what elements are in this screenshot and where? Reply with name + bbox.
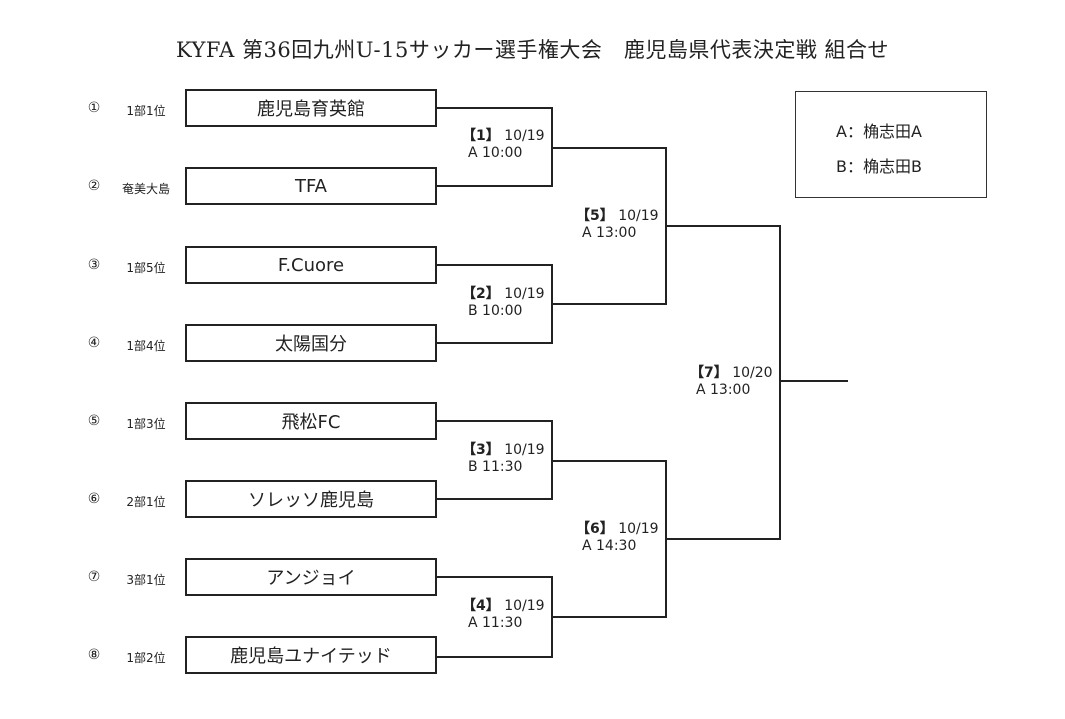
team-box: 鹿児島ユナイテッド [185, 636, 437, 674]
match-number: 【4】 [462, 598, 500, 614]
bracket-line [437, 264, 552, 266]
bracket-line [551, 616, 666, 618]
page-title: KYFA 第36回九州U-15サッカー選手権大会 鹿児島県代表決定戦 組合せ [175, 38, 890, 62]
match-label-2: 【2】 10/19 B 10:00 [462, 286, 545, 320]
match-slot: A 13:00 [582, 225, 637, 241]
bracket-line [437, 498, 552, 500]
bracket-line [665, 225, 780, 227]
match-number: 【6】 [576, 521, 614, 537]
team-box: 鹿児島育英館 [185, 89, 437, 127]
match-label-4: 【4】 10/19 A 11:30 [462, 598, 545, 632]
bracket-line [437, 107, 552, 109]
legend-separator: ： [846, 122, 863, 141]
match-slot: A 11:30 [468, 615, 523, 631]
qualifier-label: 3部1位 [126, 573, 166, 587]
match-number: 【2】 [462, 286, 500, 302]
match-label-5: 【5】 10/19 A 13:00 [576, 208, 659, 242]
qualifier-label: 1部1位 [126, 104, 166, 118]
bracket-line [437, 342, 552, 344]
seed-number: ⑧ [87, 647, 101, 663]
team-box: 太陽国分 [185, 324, 437, 362]
venue-key: A [836, 122, 847, 141]
match-date: 10/19 [618, 208, 659, 224]
match-date: 10/19 [504, 442, 545, 458]
legend-row-a: A：桷志田A [836, 118, 922, 142]
match-label-1: 【1】 10/19 A 10:00 [462, 128, 545, 162]
match-date: 10/20 [732, 365, 773, 381]
qualifier-label: 奄美大島 [121, 182, 170, 196]
match-label-7: 【7】 10/20 A 13:00 [690, 365, 773, 399]
match-date: 10/19 [504, 286, 545, 302]
seed-number: ⑤ [87, 413, 101, 429]
qualifier-label: 2部1位 [126, 495, 166, 509]
bracket-line [779, 225, 781, 540]
qualifier-label: 1部5位 [126, 261, 166, 275]
seed-number: ④ [87, 335, 101, 351]
seed-number: ① [87, 100, 101, 116]
team-box: アンジョイ [185, 558, 437, 596]
bracket-line [437, 576, 552, 578]
match-slot: A 14:30 [582, 538, 637, 554]
venue-legend: A：桷志田A B：桷志田B [795, 91, 987, 198]
qualifier-label: 1部4位 [126, 339, 166, 353]
legend-row-b: B：桷志田B [836, 153, 922, 177]
match-slot: A 13:00 [696, 382, 751, 398]
match-number: 【7】 [690, 365, 728, 381]
venue-name: 桷志田A [862, 122, 922, 141]
venue-key: B [836, 157, 847, 176]
bracket-line [551, 147, 666, 149]
match-date: 10/19 [504, 128, 545, 144]
match-number: 【5】 [576, 208, 614, 224]
bracket-line [437, 656, 552, 658]
seed-number: ② [87, 178, 101, 194]
bracket-line [551, 460, 666, 462]
seed-number: ③ [87, 257, 101, 273]
seed-number: ⑦ [87, 569, 101, 585]
match-slot: B 10:00 [468, 303, 523, 319]
team-box: ソレッソ鹿児島 [185, 480, 437, 518]
qualifier-label: 1部2位 [126, 651, 166, 665]
seed-number: ⑥ [87, 491, 101, 507]
match-number: 【3】 [462, 442, 500, 458]
match-date: 10/19 [504, 598, 545, 614]
match-slot: A 10:00 [468, 145, 523, 161]
venue-name: 桷志田B [863, 157, 922, 176]
legend-separator: ： [846, 157, 863, 176]
bracket-line [779, 380, 848, 382]
bracket-line [437, 185, 552, 187]
match-label-6: 【6】 10/19 A 14:30 [576, 521, 659, 555]
qualifier-label: 1部3位 [126, 417, 166, 431]
team-box: F.Cuore [185, 246, 437, 284]
bracket-line [437, 420, 552, 422]
bracket-line [665, 538, 780, 540]
match-slot: B 11:30 [468, 459, 523, 475]
match-number: 【1】 [462, 128, 500, 144]
match-label-3: 【3】 10/19 B 11:30 [462, 442, 545, 476]
bracket-line [551, 303, 666, 305]
team-box: TFA [185, 167, 437, 205]
team-box: 飛松FC [185, 402, 437, 440]
match-date: 10/19 [618, 521, 659, 537]
